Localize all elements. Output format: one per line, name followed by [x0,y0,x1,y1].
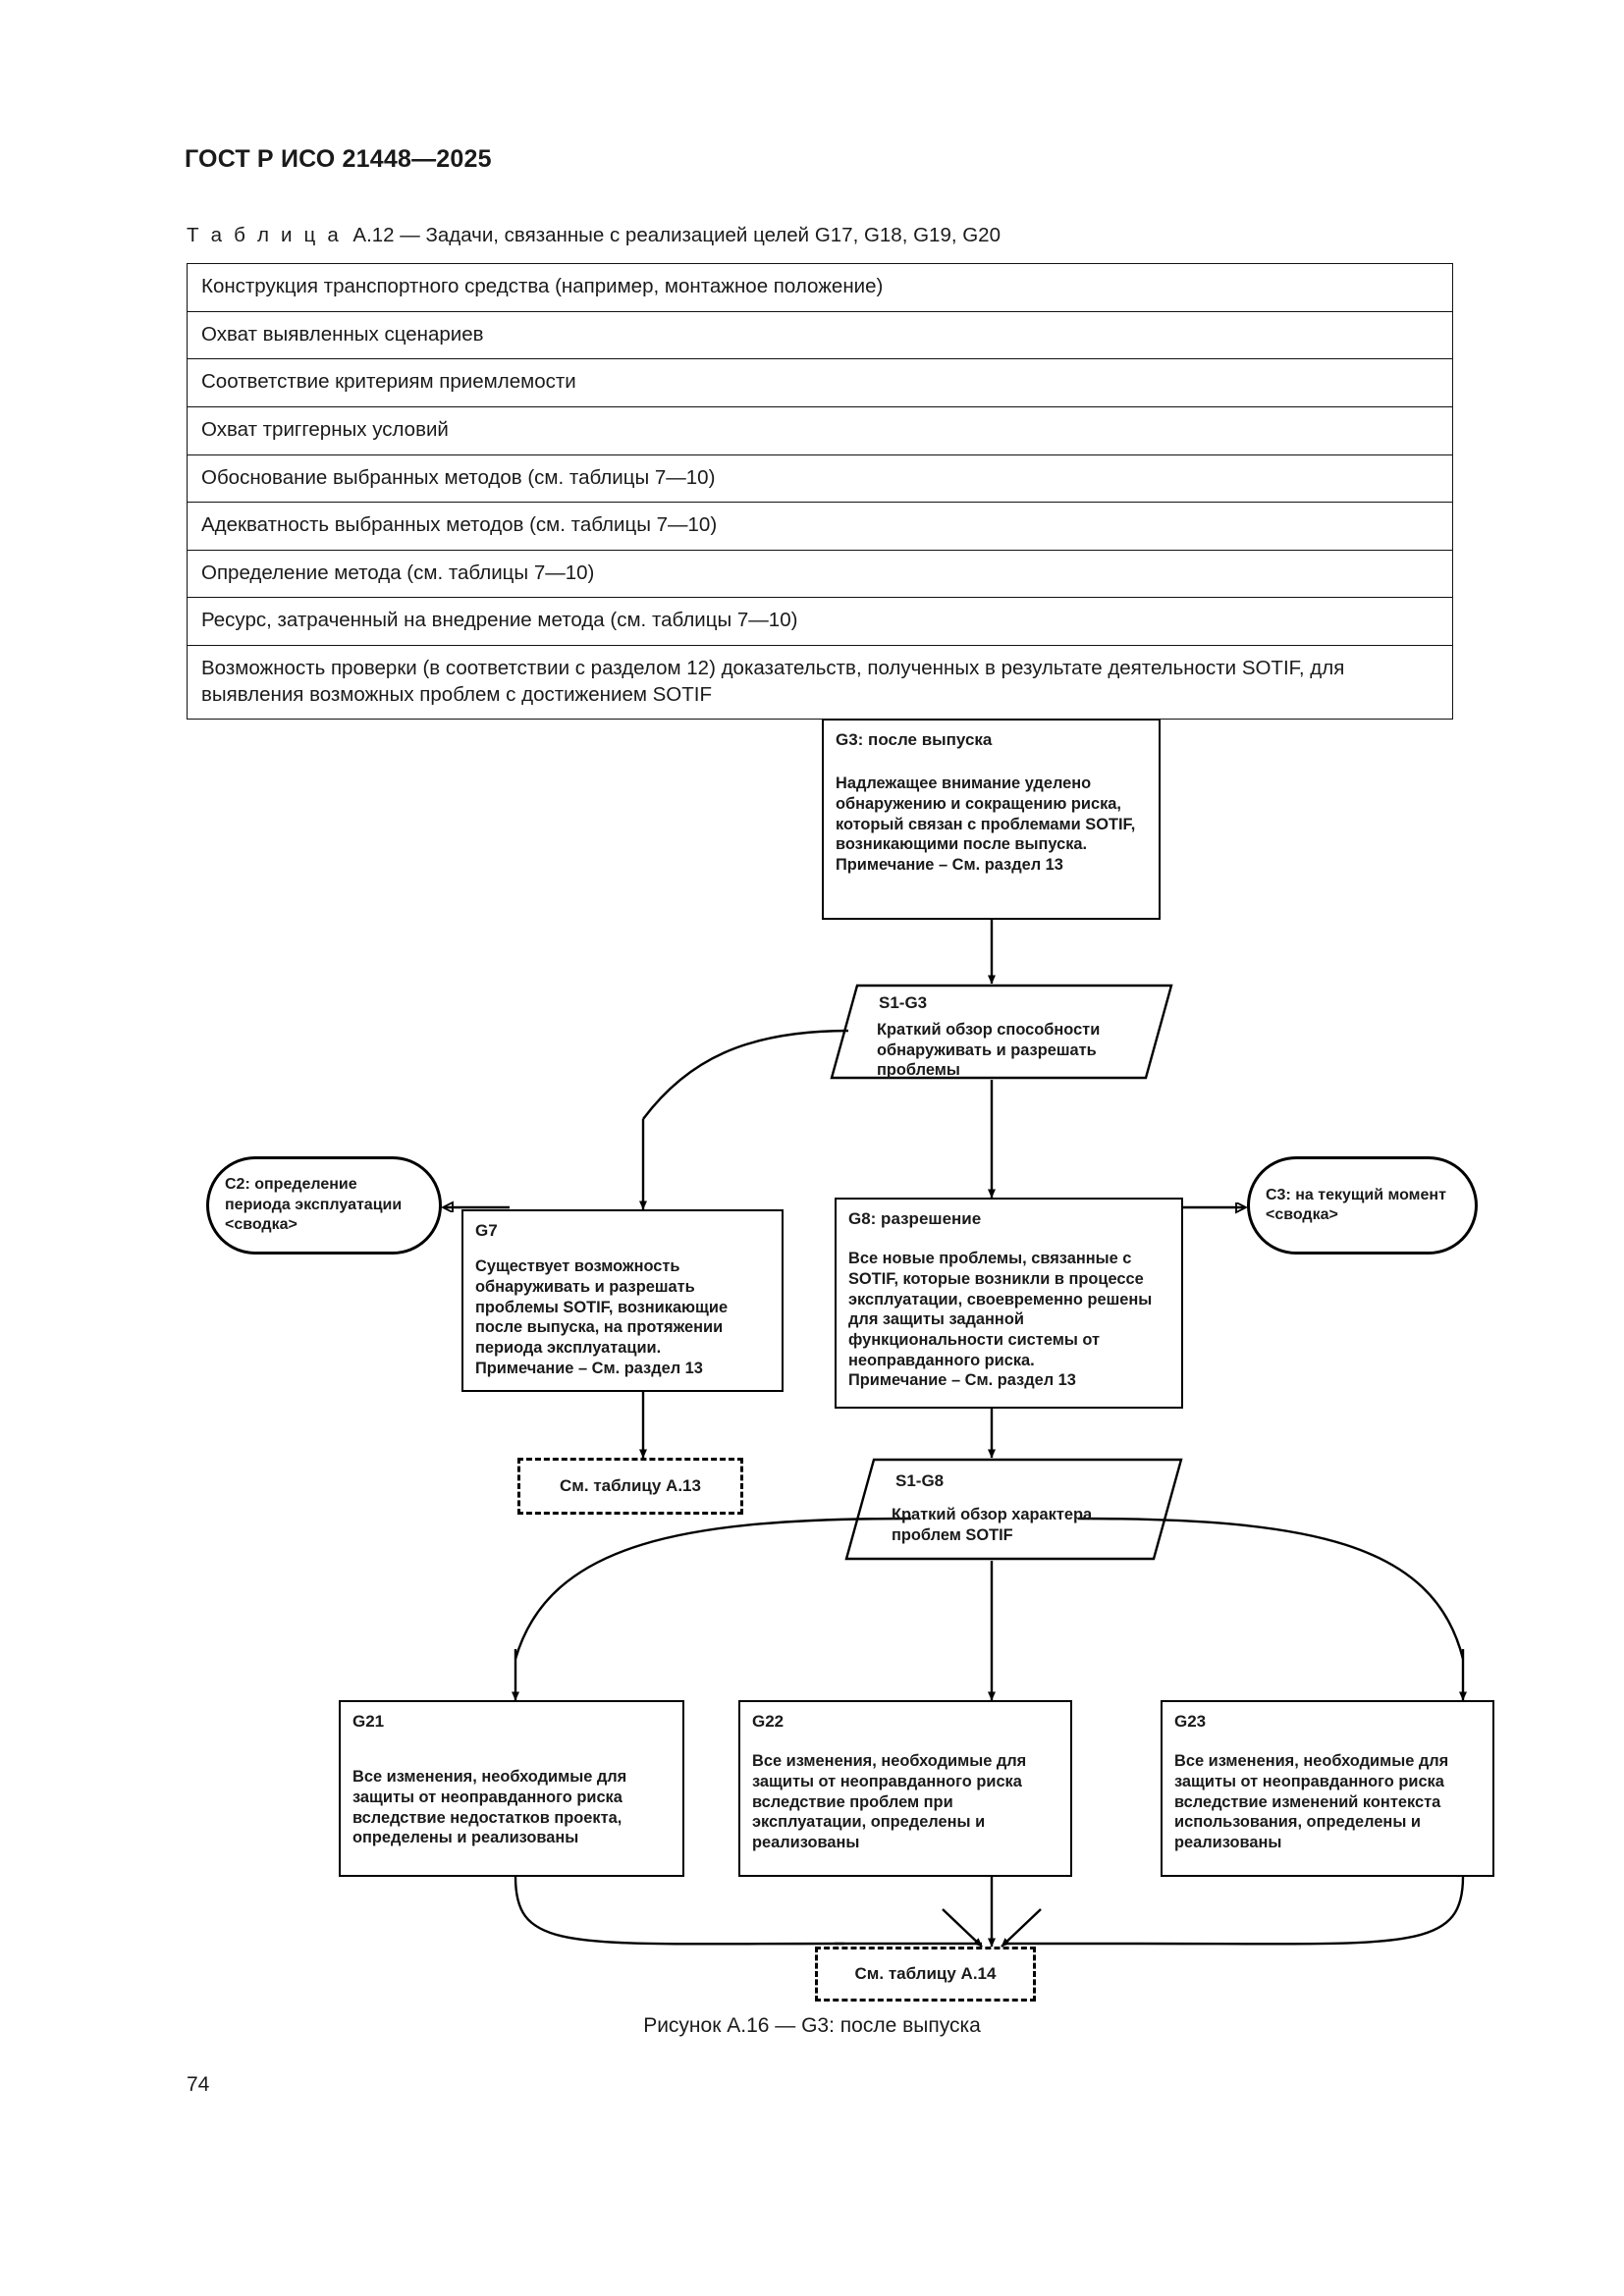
page-number: 74 [187,2073,210,2096]
node-g3-id: G3: после выпуска [836,730,993,749]
table-a12: Конструкция транспортного средства (напр… [187,263,1453,721]
node-g22-id: G22 [752,1712,785,1731]
node-c2[interactable]: C2: определение периода эксплуатации <св… [206,1156,442,1255]
table-cell: Охват триггерных условий [187,405,1453,455]
table-cell: Возможность проверки (в соответствии с р… [187,645,1453,721]
node-ref-table-a13-label: См. таблицу А.13 [560,1476,701,1495]
table-cell: Определение метода (см. таблицы 7—10) [187,549,1453,599]
node-c3[interactable]: C3: на текущий момент <сводка> [1247,1156,1478,1255]
figure-a16-diagram: G3: после выпуска Надлежащее внимание уд… [0,677,1624,2002]
table-row: Возможность проверки (в соответствии с р… [187,645,1453,721]
node-g23-id: G23 [1174,1712,1207,1731]
node-g8-id: G8: разрешение [848,1209,982,1228]
table-row: Определение метода (см. таблицы 7—10) [187,549,1453,599]
node-g3[interactable]: G3: после выпуска Надлежащее внимание уд… [822,719,1161,920]
node-g22[interactable]: G22 Все изменения, необходимые для защит… [738,1700,1072,1877]
node-s1-g3-body: Краткий обзор способности обнаруживать и… [877,1021,1101,1080]
figure-caption: Рисунок А.16 — G3: после выпуска [643,2014,981,2037]
node-g23[interactable]: G23 Все изменения, необходимые для защит… [1161,1700,1494,1877]
table-row: Охват выявленных сценариев [187,310,1453,360]
table-cell: Ресурс, затраченный на внедрение метода … [187,597,1453,647]
table-caption-text: A.12 — Задачи, связанные с реализацией ц… [352,224,1001,246]
node-g7-body: Существует возможность обнаруживать и ра… [475,1257,729,1377]
parallelogram-shape [844,1458,1183,1561]
node-g7-id: G7 [475,1221,498,1240]
document-header-standard-id: ГОСТ Р ИСО 21448—2025 [185,145,492,173]
node-s1-g8-body: Краткий обзор характера проблем SOTIF [892,1506,1093,1544]
node-g21[interactable]: G21 Все изменения, необходимые для защит… [339,1700,684,1877]
table-caption-label: Т а б л и ц а [187,224,342,246]
parallelogram-shape [830,984,1173,1080]
node-g21-body: Все изменения, необходимые для защиты от… [352,1768,627,1847]
node-s1-g3-id: S1-G3 [879,993,928,1012]
table-cell: Обоснование выбранных методов (см. табли… [187,454,1453,504]
table-row: Обоснование выбранных методов (см. табли… [187,454,1453,504]
node-g8[interactable]: G8: разрешение Все новые проблемы, связа… [835,1198,1183,1409]
table-row: Охват триггерных условий [187,405,1453,455]
node-s1-g8-id: S1-G8 [895,1471,945,1490]
table-caption: Т а б л и ц а A.12 — Задачи, связанные с… [187,224,1001,247]
table-cell: Конструкция транспортного средства (напр… [187,263,1453,312]
table-row: Адекватность выбранных методов (см. табл… [187,502,1453,551]
node-c3-body: C3: на текущий момент <сводка> [1266,1186,1446,1223]
node-g21-id: G21 [352,1712,385,1731]
node-s1-g3[interactable]: S1-G3 Краткий обзор способности обнаружи… [830,984,1173,1080]
node-g7[interactable]: G7 Существует возможность обнаруживать и… [461,1209,784,1392]
node-ref-table-a14[interactable]: См. таблицу А.14 [815,1947,1036,2002]
node-c2-body: C2: определение периода эксплуатации <св… [225,1176,403,1234]
node-g23-body: Все изменения, необходимые для защиты от… [1174,1752,1449,1852]
table-row: Ресурс, затраченный на внедрение метода … [187,597,1453,647]
diagram-connectors [0,920,1467,1948]
table-row: Соответствие критериям приемлемости [187,358,1453,407]
node-ref-table-a14-label: См. таблицу А.14 [854,1964,997,1983]
node-ref-table-a13[interactable]: См. таблицу А.13 [517,1458,743,1515]
node-g22-body: Все изменения, необходимые для защиты от… [752,1752,1027,1852]
node-g3-body: Надлежащее внимание уделено обнаружению … [836,774,1136,875]
node-g8-body: Все новые проблемы, связанные с SOTIF, к… [848,1250,1153,1390]
table-cell: Охват выявленных сценариев [187,310,1453,360]
node-s1-g8[interactable]: S1-G8 Краткий обзор характера проблем SO… [844,1458,1183,1561]
table-cell: Соответствие критериям приемлемости [187,358,1453,407]
table-row: Конструкция транспортного средства (напр… [187,263,1453,312]
table-cell: Адекватность выбранных методов (см. табл… [187,502,1453,551]
